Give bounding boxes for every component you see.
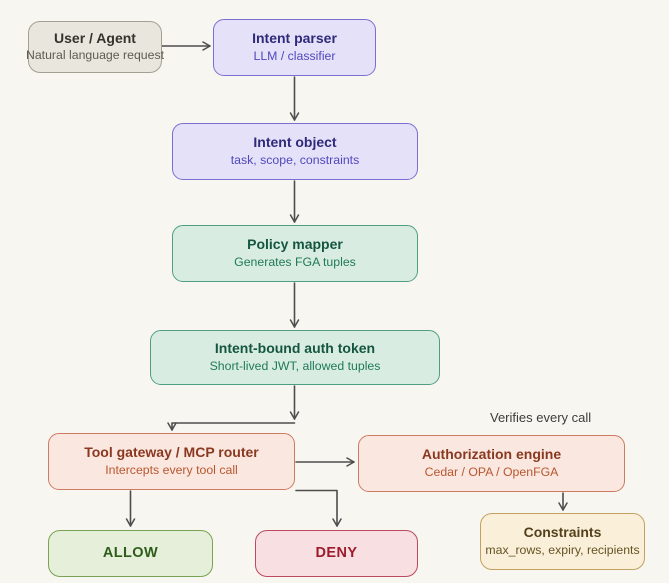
node-constraints-subtitle: max_rows, expiry, recipients: [485, 542, 640, 557]
node-auth-token: Intent-bound auth token Short-lived JWT,…: [150, 330, 440, 385]
node-constraints-title: Constraints: [523, 524, 602, 541]
node-user-agent-subtitle: Natural language request: [25, 48, 165, 63]
node-intent-object-subtitle: task, scope, constraints: [230, 152, 360, 167]
node-intent-object: Intent object task, scope, constraints: [172, 123, 418, 180]
node-deny-label: DENY: [315, 545, 358, 562]
node-auth-engine-subtitle: Cedar / OPA / OpenFGA: [424, 464, 559, 479]
edge-tool-gateway-to-deny: [295, 489, 342, 527]
node-allow-label: ALLOW: [102, 545, 159, 562]
node-policy-mapper-subtitle: Generates FGA tuples: [234, 254, 356, 269]
node-policy-mapper-title: Policy mapper: [247, 236, 343, 253]
node-policy-mapper: Policy mapper Generates FGA tuples: [172, 225, 418, 282]
node-tool-gateway-title: Tool gateway / MCP router: [84, 444, 259, 461]
node-tool-gateway-subtitle: Intercepts every tool call: [105, 462, 238, 477]
node-intent-parser-title: Intent parser: [252, 30, 337, 47]
node-deny: DENY: [255, 530, 418, 577]
node-allow: ALLOW: [48, 530, 213, 577]
node-auth-engine: Authorization engine Cedar / OPA / OpenF…: [358, 435, 625, 492]
node-user-agent-title: User / Agent: [54, 29, 136, 46]
node-auth-engine-title: Authorization engine: [421, 446, 562, 463]
node-auth-token-title: Intent-bound auth token: [214, 340, 376, 357]
node-intent-parser-subtitle: LLM / classifier: [253, 48, 336, 63]
node-auth-token-subtitle: Short-lived JWT, allowed tuples: [209, 358, 381, 373]
edge-auth-token-to-tool-gateway: [167, 422, 296, 431]
verifies-every-call-label: Verifies every call: [490, 410, 592, 425]
node-intent-object-title: Intent object: [253, 134, 337, 151]
node-user-agent: User / Agent Natural language request: [25, 21, 165, 73]
node-tool-gateway: Tool gateway / MCP router Intercepts eve…: [48, 433, 295, 490]
node-intent-parser: Intent parser LLM / classifier: [213, 19, 376, 76]
node-constraints: Constraints max_rows, expiry, recipients: [480, 513, 645, 570]
